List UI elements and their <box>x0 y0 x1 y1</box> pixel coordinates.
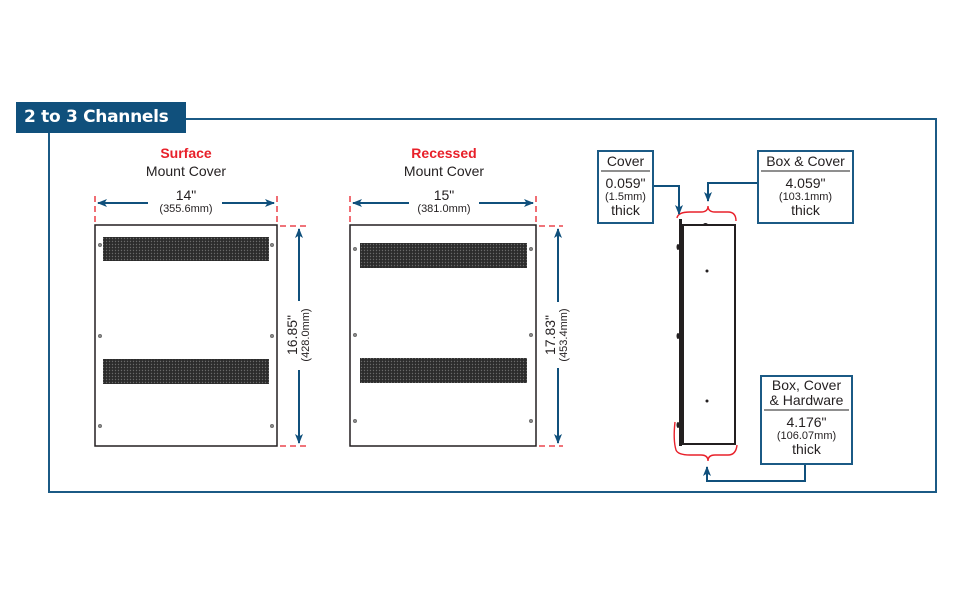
recessed-width-in: 15" <box>433 187 455 203</box>
surface-width-label: 14" (355.6mm) <box>146 187 226 216</box>
recessed-title-rest: Mount Cover <box>403 163 485 179</box>
box-cover-hw-leader <box>703 464 806 482</box>
recessed-vent-bottom <box>360 358 527 383</box>
side-box-outline <box>682 224 736 445</box>
cover-callout-label: Cover <box>601 153 650 172</box>
diagram-frame <box>48 118 937 493</box>
box-cover-hw-callout-suffix: thick <box>792 441 821 457</box>
box-cover-hardware-callout: Box, Cover & Hardware 4.176" (106.07mm) … <box>760 375 853 465</box>
surface-panel-outline <box>94 224 278 447</box>
surface-height-dimension <box>280 225 306 447</box>
surface-vent-top <box>103 237 269 261</box>
cover-thickness-callout: Cover 0.059" (1.5mm) thick <box>597 150 654 224</box>
surface-title-accent: Surface <box>160 145 212 161</box>
box-cover-hw-label-line2: & Hardware <box>769 392 844 408</box>
surface-cover-drawing <box>94 196 306 447</box>
box-cover-hw-callout-value: 4.176" <box>786 414 827 430</box>
recessed-title-accent: Recessed <box>411 145 477 161</box>
surface-title-rest: Mount Cover <box>145 163 227 179</box>
recessed-height-dimension <box>539 225 563 447</box>
recessed-title: Recessed Mount Cover <box>354 144 534 180</box>
cover-callout-suffix: thick <box>611 202 640 218</box>
section-title: 2 to 3 Channels <box>16 102 186 133</box>
surface-screw-holes <box>97 242 275 429</box>
recessed-width-dimension <box>349 196 537 222</box>
recessed-width-mm: (381.0mm) <box>417 203 471 215</box>
box-cover-hw-callout-label: Box, Cover & Hardware <box>764 378 849 411</box>
box-cover-thickness-callout: Box & Cover 4.059" (103.1mm) thick <box>757 150 854 224</box>
box-cover-leader <box>704 182 757 202</box>
cover-leader <box>654 185 683 215</box>
bottom-brace <box>673 421 738 462</box>
recessed-screw-holes <box>352 246 534 424</box>
box-cover-hw-callout-mm: (106.07mm) <box>776 430 837 442</box>
side-view-drawing <box>673 205 738 462</box>
surface-width-mm: (355.6mm) <box>159 203 213 215</box>
surface-width-in: 14" <box>175 187 197 203</box>
surface-title: Surface Mount Cover <box>96 144 276 180</box>
box-cover-callout-mm: (103.1mm) <box>778 191 833 203</box>
recessed-cover-drawing <box>349 196 563 447</box>
box-cover-callout-suffix: thick <box>791 202 820 218</box>
cover-callout-mm: (1.5mm) <box>605 191 646 203</box>
side-cover-plate <box>679 219 682 446</box>
surface-vent-bottom <box>103 359 269 384</box>
box-cover-hw-label-line1: Box, Cover <box>771 377 842 393</box>
box-cover-callout-label: Box & Cover <box>761 153 850 172</box>
recessed-vent-top <box>360 243 527 268</box>
surface-width-dimension <box>94 196 278 222</box>
recessed-width-label: 15" (381.0mm) <box>404 187 484 216</box>
box-cover-callout-value: 4.059" <box>785 175 826 191</box>
top-brace <box>676 205 737 222</box>
cover-callout-value: 0.059" <box>605 175 646 191</box>
